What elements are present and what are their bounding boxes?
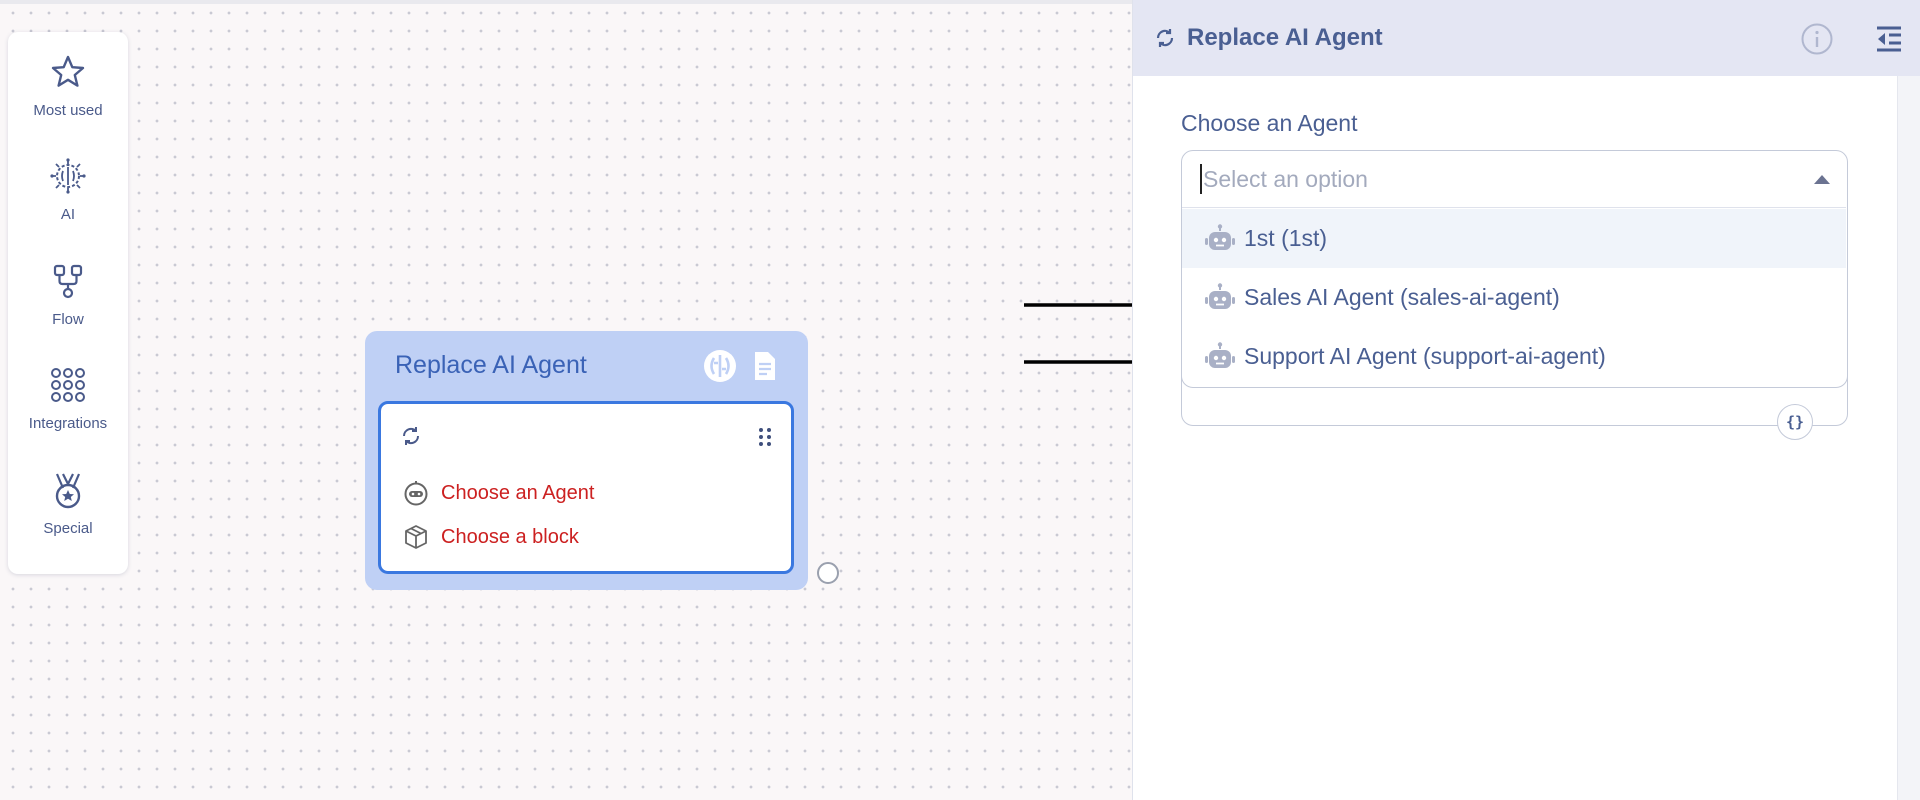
agent-select-dropdown: Select an option 1st (1st) Sales AI Agen… [1181, 150, 1848, 388]
select-option[interactable]: Sales AI Agent (sales-ai-agent) [1182, 268, 1846, 327]
block-toolbox: Most used AI Flow Integrations [8, 32, 128, 574]
refresh-icon [402, 427, 420, 445]
medal-icon [55, 473, 81, 508]
ai-brain-icon [50, 158, 86, 195]
toolbox-most-used[interactable]: Most used [8, 52, 128, 156]
toolbox-label: Integrations [28, 415, 108, 433]
text-cursor [1200, 164, 1202, 194]
agent-select-input[interactable]: Select an option [1182, 151, 1846, 208]
option-label: 1st (1st) [1244, 225, 1328, 251]
cube-icon [405, 525, 427, 549]
toolbox-label: Most used [33, 102, 103, 119]
node-choose-agent-row[interactable]: Choose an Agent [403, 480, 594, 506]
flow-icon [53, 264, 83, 298]
select-placeholder: Select an option [1203, 165, 1368, 192]
panel-title: Replace AI Agent [1187, 24, 1383, 51]
option-label: Support AI Agent (support-ai-agent) [1244, 343, 1606, 369]
document-icon[interactable] [747, 349, 781, 383]
chevron-up-icon[interactable] [1814, 175, 1830, 184]
block-settings-panel: Replace AI Agent Choose an Agent {} Sele… [1132, 0, 1920, 800]
select-option[interactable]: 1st (1st) [1182, 209, 1846, 268]
robot-icon [1205, 223, 1235, 250]
robot-icon [1205, 341, 1235, 368]
ai-brain-badge-icon[interactable] [703, 349, 737, 383]
node-row-label: Choose an Agent [441, 481, 595, 504]
toolbox-label: Special [43, 519, 93, 537]
drag-handle-icon[interactable] [757, 426, 773, 448]
toolbox-integrations[interactable]: Integrations [8, 365, 128, 469]
collapse-panel-icon[interactable] [1874, 24, 1904, 54]
refresh-icon [1156, 29, 1174, 47]
toolbox-flow[interactable]: Flow [8, 261, 128, 365]
node-body: Choose an Agent Choose a block [378, 401, 794, 574]
robot-icon [404, 481, 428, 506]
panel-scrollbar[interactable] [1897, 76, 1920, 800]
option-label: Sales AI Agent (sales-ai-agent) [1244, 284, 1560, 310]
toolbox-label: AI [60, 206, 76, 224]
canvas-top-border [0, 0, 1132, 4]
select-option[interactable]: Support AI Agent (support-ai-agent) [1182, 327, 1846, 386]
toolbox-special[interactable]: Special [8, 470, 128, 574]
info-icon[interactable] [1800, 22, 1834, 56]
panel-header: Replace AI Agent [1133, 0, 1920, 76]
insert-variable-button[interactable]: {} [1777, 404, 1813, 440]
replace-ai-agent-node[interactable]: Replace AI Agent Choose an Agent [365, 331, 808, 590]
node-row-label: Choose a block [441, 525, 579, 548]
star-icon [51, 55, 85, 87]
toolbox-ai[interactable]: AI [8, 156, 128, 260]
toolbox-label: Flow [52, 310, 84, 328]
robot-icon [1205, 282, 1235, 309]
node-choose-block-row[interactable]: Choose a block [403, 524, 579, 550]
node-output-handle[interactable] [817, 562, 839, 584]
node-title: Replace AI Agent [395, 351, 587, 379]
integrations-grid-icon [51, 368, 85, 403]
choose-agent-label: Choose an Agent [1181, 110, 1358, 136]
